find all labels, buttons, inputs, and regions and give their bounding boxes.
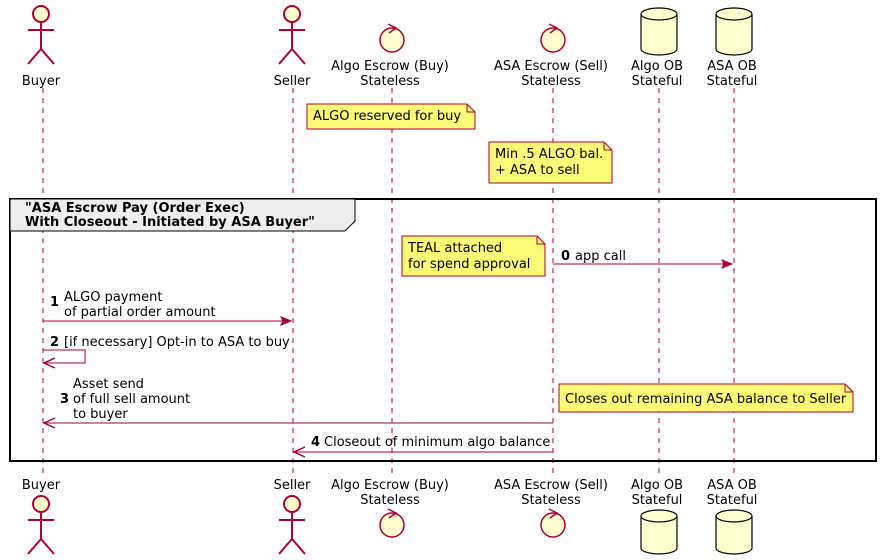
participant-asa-escrow-sell-bottom: ASA Escrow (Sell) Stateless	[494, 478, 608, 538]
participant-asa-escrow-sell-top: ASA Escrow (Sell) Stateless	[494, 23, 608, 89]
arrowhead	[42, 417, 56, 429]
message-algo-payment: 1 ALGO payment of partial order amount	[43, 290, 293, 326]
arrowhead	[720, 259, 734, 269]
participant-label: Algo Escrow (Buy)	[331, 59, 449, 74]
participant-sublabel: Stateless	[521, 74, 581, 89]
arrowhead	[279, 316, 293, 326]
participant-label: Algo OB	[631, 478, 683, 493]
group-title: With Closeout - Initiated by ASA Buyer"	[25, 215, 315, 230]
participant-seller-top: Seller	[274, 5, 311, 89]
message-text: [if necessary] Opt-in to ASA to buy	[64, 335, 290, 350]
actor-icon	[278, 495, 306, 555]
message-text: Asset send	[73, 377, 144, 392]
message-number: 3	[60, 392, 69, 407]
database-icon	[715, 509, 753, 555]
participant-sublabel: Stateful	[707, 74, 758, 89]
note-text: TEAL attached	[407, 241, 502, 256]
participant-label: Buyer	[22, 478, 61, 493]
participant-algo-ob-top: Algo OB Stateful	[631, 7, 683, 89]
message-text: of partial order amount	[64, 305, 216, 320]
participant-label: Buyer	[22, 74, 61, 89]
database-icon	[715, 7, 753, 56]
participant-asa-ob-top: ASA OB Stateful	[707, 7, 758, 89]
message-app-call: 0 app call	[553, 249, 734, 269]
participant-label: Seller	[274, 478, 311, 493]
arrowhead	[42, 357, 56, 369]
participant-label: ASA OB	[707, 59, 757, 74]
database-icon	[640, 509, 678, 555]
control-icon	[379, 23, 405, 53]
lifelines	[42, 88, 735, 478]
participant-sublabel: Stateless	[521, 493, 581, 508]
message-number: 4	[311, 435, 320, 450]
message-number: 0	[561, 249, 570, 264]
participant-sublabel: Stateless	[360, 493, 420, 508]
arrowhead	[292, 446, 306, 458]
actor-icon	[27, 495, 55, 555]
database-icon	[640, 7, 678, 56]
control-icon	[540, 508, 566, 538]
participant-algo-escrow-buy-bottom: Algo Escrow (Buy) Stateless	[331, 478, 449, 538]
participant-algo-ob-bottom: Algo OB Stateful	[631, 478, 683, 555]
participant-label: Algo OB	[631, 59, 683, 74]
message-number: 1	[50, 295, 59, 310]
participant-label: ASA Escrow (Sell)	[494, 478, 608, 493]
participant-label: Algo Escrow (Buy)	[331, 478, 449, 493]
participant-label: ASA OB	[707, 478, 757, 493]
message-number: 2	[50, 335, 59, 350]
message-text: ALGO payment	[64, 290, 162, 305]
participant-sublabel: Stateless	[360, 74, 420, 89]
note-text: Min .5 ALGO bal.	[495, 147, 603, 162]
message-text: Closeout of minimum algo balance	[324, 435, 550, 450]
message-opt-in: 2 [if necessary] Opt-in to ASA to buy	[42, 335, 290, 369]
note-teal-attached: TEAL attached for spend approval	[401, 235, 546, 277]
group-title: "ASA Escrow Pay (Order Exec)	[25, 201, 245, 216]
participant-label: Seller	[274, 74, 311, 89]
participant-seller-bottom: Seller	[274, 478, 311, 555]
participant-algo-escrow-buy-top: Algo Escrow (Buy) Stateless	[331, 23, 449, 89]
note-text: ALGO reserved for buy	[313, 109, 461, 124]
message-text: app call	[575, 249, 626, 264]
note-text: Closes out remaining ASA balance to Sell…	[565, 392, 847, 407]
message-closeout-min: 4 Closeout of minimum algo balance	[292, 435, 553, 458]
note-algo-reserved: ALGO reserved for buy	[306, 103, 476, 130]
participant-buyer-bottom: Buyer	[22, 478, 61, 555]
actor-icon	[27, 5, 55, 65]
participant-sublabel: Stateful	[707, 493, 758, 508]
message-text: of full sell amount	[73, 392, 190, 407]
participant-sublabel: Stateful	[632, 74, 683, 89]
participant-buyer-top: Buyer	[22, 5, 61, 89]
participant-label: ASA Escrow (Sell)	[494, 59, 608, 74]
participant-asa-ob-bottom: ASA OB Stateful	[707, 478, 758, 555]
group-frame: "ASA Escrow Pay (Order Exec) With Closeo…	[9, 198, 877, 462]
note-min-algo-bal: Min .5 ALGO bal. + ASA to sell	[488, 141, 613, 184]
participant-sublabel: Stateful	[632, 493, 683, 508]
control-icon	[379, 508, 405, 538]
message-asset-send: 3 Asset send of full sell amount to buye…	[42, 377, 553, 429]
actor-icon	[278, 5, 306, 65]
control-icon	[540, 23, 566, 53]
message-text: to buyer	[73, 407, 128, 422]
note-closes-out: Closes out remaining ASA balance to Sell…	[558, 383, 854, 413]
note-text: for spend approval	[408, 257, 530, 272]
note-text: + ASA to sell	[495, 163, 580, 178]
